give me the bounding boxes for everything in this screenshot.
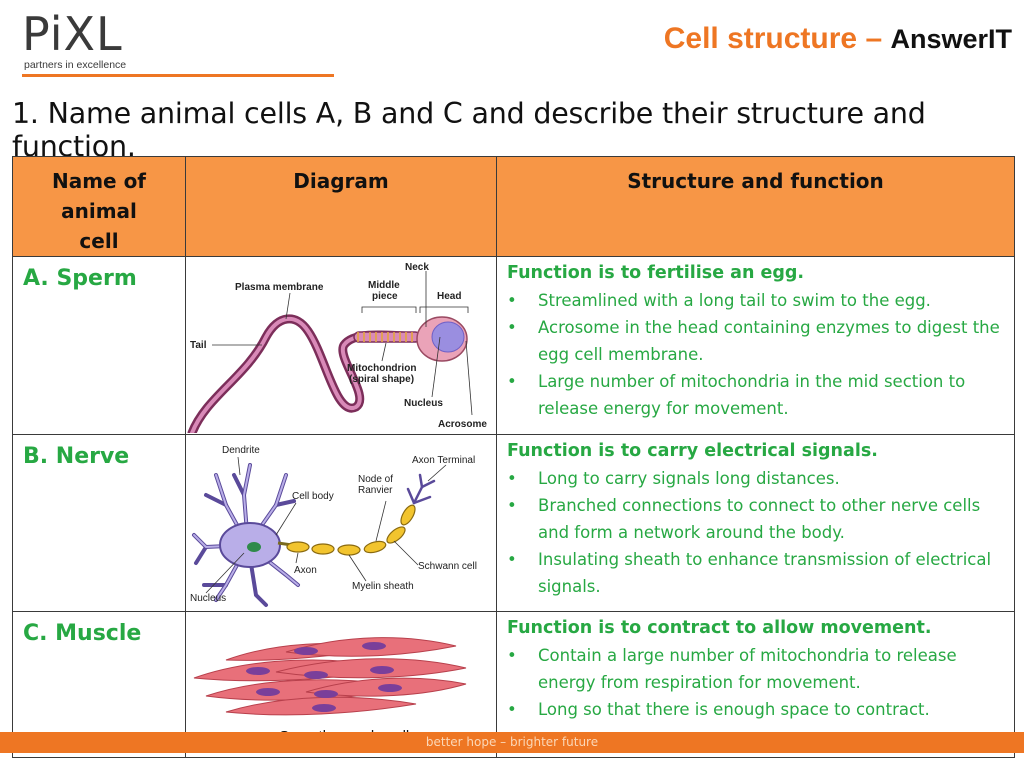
label-nucleus: Nucleus [190, 593, 226, 604]
cell-name: B. Nerve [23, 444, 130, 469]
list-item: Contain a large number of mitochondria t… [507, 642, 1006, 696]
header-diagram: Diagram [185, 156, 497, 257]
label-acrosome: Acrosome [438, 419, 487, 430]
nerve-diagram: Dendrite Axon Terminal Node of Ranvier C… [185, 434, 497, 612]
header-name: Name of animal cell [12, 156, 186, 257]
list-item: Large number of mitochondria in the mid … [507, 368, 1006, 422]
label-middle-piece-1: Middle [368, 280, 400, 291]
pixl-logo: PiXL partners in excellence [22, 8, 342, 80]
list-item: Long so that there is enough space to co… [507, 696, 1006, 723]
list-item: Long to carry signals long distances. [507, 465, 1006, 492]
table-row-sperm: A. Sperm [12, 256, 1015, 435]
structure-list: Streamlined with a long tail to swim to … [507, 287, 1006, 422]
label-tail: Tail [190, 340, 207, 351]
cell-structure-nerve: Function is to carry electrical signals.… [496, 434, 1015, 612]
page-title-answerit: AnswerIT [890, 24, 1012, 54]
function-statement: Function is to contract to allow movemen… [507, 618, 932, 638]
label-node-of-ranvier-2: Ranvier [358, 485, 393, 496]
cell-name-nerve: B. Nerve [12, 434, 186, 612]
cells-table: Name of animal cell Diagram Structure an… [12, 156, 1015, 758]
label-middle-piece-2: piece [372, 291, 398, 302]
table-row-nerve: B. Nerve [12, 434, 1015, 612]
list-item: Acrosome in the head containing enzymes … [507, 314, 1006, 368]
list-item: Branched connections to connect to other… [507, 492, 1006, 546]
label-dendrite: Dendrite [222, 445, 260, 456]
sperm-diagram: Neck Plasma membrane Middle piece Head T… [185, 256, 497, 435]
label-neck: Neck [405, 262, 429, 273]
structure-list: Long to carry signals long distances. Br… [507, 465, 1006, 600]
footer-slogan: better hope – brighter future [425, 735, 599, 749]
label-axon: Axon [294, 565, 317, 576]
function-statement: Function is to fertilise an egg. [507, 263, 805, 283]
header-structure: Structure and function [496, 156, 1015, 257]
logo-tagline: partners in excellence [24, 59, 127, 71]
cell-name: C. Muscle [23, 621, 142, 646]
nerve-illustration: Dendrite Axon Terminal Node of Ranvier C… [190, 445, 477, 607]
label-schwann-cell: Schwann cell [418, 561, 477, 572]
page-title: Cell structure – AnswerIT [664, 22, 1012, 56]
label-mitochondrion-2: (spiral shape) [349, 374, 414, 385]
page-title-topic: Cell structure – [663, 22, 891, 55]
sperm-illustration: Neck Plasma membrane Middle piece Head T… [187, 262, 487, 433]
header-name-text: Name of animal cell [51, 169, 147, 253]
cell-name-sperm: A. Sperm [12, 256, 186, 435]
question-text: 1. Name animal cells A, B and C and desc… [12, 97, 926, 163]
list-item: Insulating sheath to enhance transmissio… [507, 546, 1006, 600]
label-axon-terminal: Axon Terminal [412, 455, 475, 466]
list-item: Streamlined with a long tail to swim to … [507, 287, 1006, 314]
label-cell-body: Cell body [292, 491, 334, 502]
cell-name: A. Sperm [23, 266, 137, 291]
logo-underline [22, 74, 334, 77]
label-node-of-ranvier-1: Node of [358, 474, 393, 485]
logo-wordmark: PiXL [22, 7, 123, 61]
footer-bar: better hope – brighter future [0, 732, 1024, 753]
structure-list: Contain a large number of mitochondria t… [507, 642, 1006, 723]
label-myelin-sheath: Myelin sheath [352, 581, 414, 592]
table-header-row: Name of animal cell Diagram Structure an… [12, 156, 1015, 257]
label-mitochondrion-1: Mitochondrion [347, 363, 416, 374]
label-head: Head [437, 291, 461, 302]
cell-structure-sperm: Function is to fertilise an egg. Streaml… [496, 256, 1015, 435]
function-statement: Function is to carry electrical signals. [507, 441, 878, 461]
label-nucleus: Nucleus [404, 398, 443, 409]
label-plasma-membrane: Plasma membrane [235, 282, 324, 293]
